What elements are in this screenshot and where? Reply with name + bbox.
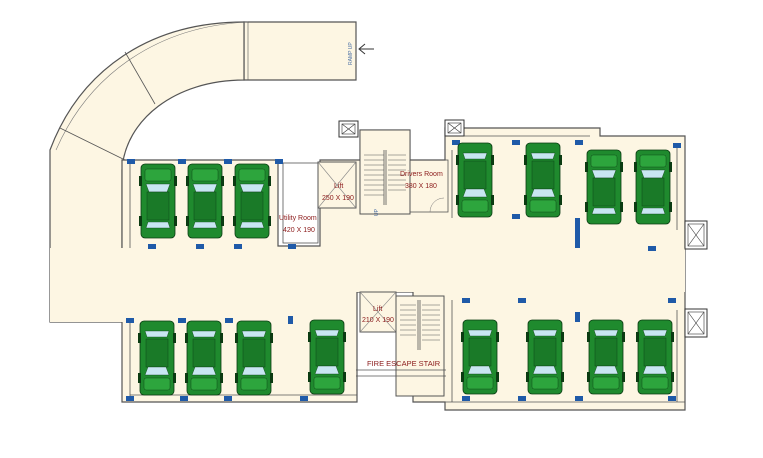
parked-car-icon (233, 163, 271, 239)
column (224, 159, 232, 164)
drivers-room (409, 159, 449, 213)
parked-cars (138, 142, 674, 396)
stair-up-mark: UP (374, 208, 380, 216)
column (575, 218, 580, 248)
column (575, 312, 580, 322)
vent-shaft-right-upper (684, 220, 708, 250)
parked-car-icon (186, 163, 224, 239)
parked-car-icon (524, 142, 562, 218)
lift-a-shaft (317, 161, 357, 209)
column (668, 298, 676, 303)
column (518, 298, 526, 303)
column (288, 244, 296, 249)
parked-car-icon (235, 320, 273, 396)
column (462, 298, 470, 303)
column (224, 396, 232, 401)
column (126, 318, 134, 323)
parked-car-icon (308, 319, 346, 395)
column (462, 396, 470, 401)
fire-escape-label: FIRE ESCAPE STAIR (367, 359, 441, 368)
column (178, 159, 186, 164)
utility-room-size: 420 X 190 (283, 227, 315, 234)
ramp-up-label: RAMP UP (348, 42, 354, 65)
column (300, 396, 308, 401)
vent-shaft-top-left (338, 120, 359, 138)
column (512, 140, 520, 145)
parked-car-icon (185, 320, 223, 396)
column (127, 159, 135, 164)
column (668, 396, 676, 401)
utility-room (282, 162, 319, 244)
structural-columns (126, 140, 681, 401)
column (225, 318, 233, 323)
column (673, 143, 681, 148)
vent-shaft-right-lower (684, 308, 708, 338)
parked-car-icon (138, 320, 176, 396)
drivers-room-label: Drivers Room (400, 171, 443, 178)
parked-car-icon (139, 163, 177, 239)
column (452, 140, 460, 145)
vent-shaft-top-right (444, 119, 465, 137)
column (288, 316, 293, 324)
drivers-room-size: 380 X 180 (405, 183, 437, 190)
lift-b-label: Lift (373, 306, 382, 313)
parked-car-icon (636, 319, 674, 395)
column (512, 214, 520, 219)
parked-car-icon (634, 149, 672, 225)
parked-car-icon (461, 319, 499, 395)
column (518, 396, 526, 401)
column (126, 396, 134, 401)
lift-b-size: 210 X 190 (362, 317, 394, 324)
column (575, 140, 583, 145)
lift-b-shaft (359, 291, 397, 333)
parked-car-icon (587, 319, 625, 395)
lift-a-size: 250 X 190 (322, 195, 354, 202)
parked-car-icon (585, 149, 623, 225)
fire-escape-stair (356, 295, 446, 397)
column (648, 246, 656, 251)
column (234, 244, 242, 249)
curved-ramp (49, 21, 357, 323)
column (275, 159, 283, 164)
parked-car-icon (526, 319, 564, 395)
lift-a-label: Lift (334, 183, 343, 190)
column (148, 244, 156, 249)
ramp-direction-arrow-icon (358, 43, 374, 55)
column (178, 318, 186, 323)
column (180, 396, 188, 401)
column (575, 396, 583, 401)
utility-room-label: Utility Room (279, 215, 317, 222)
parked-car-icon (456, 142, 494, 218)
column (196, 244, 204, 249)
